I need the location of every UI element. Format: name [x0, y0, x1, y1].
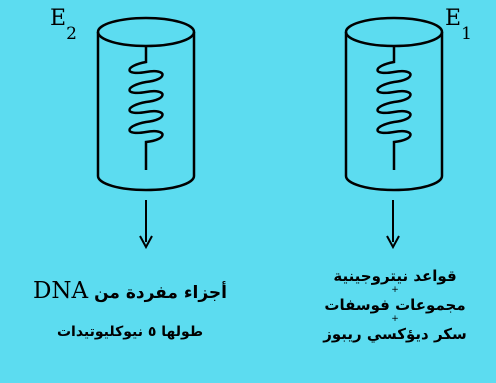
result-e1-plus2: + [391, 314, 399, 324]
tube-letter-e2: E [50, 6, 67, 31]
arrow-e1 [386, 200, 400, 250]
dna-coil-e2 [128, 46, 164, 170]
result-e2-dna: DNA [32, 278, 89, 304]
result-e2: أجزاء مفردة من DNA طولها ٥ نيوكليوتيدات [10, 276, 250, 346]
result-e1: قواعد نيتروجينية + مجموعات فوسفات + سكر … [300, 266, 490, 344]
result-e1-item2: مجموعات فوسفات [324, 296, 466, 314]
tube-subscript-e2: 2 [66, 24, 77, 44]
tube-letter-e1: E [445, 6, 462, 31]
tube-e2 [96, 16, 196, 192]
result-e1-plus1: + [391, 285, 399, 295]
tube-e1 [344, 16, 444, 192]
result-e1-item1: قواعد نيتروجينية [333, 267, 457, 285]
tube-label-e1: E1 [445, 6, 472, 43]
dna-coil-e1 [376, 46, 412, 170]
result-e2-line1: أجزاء مفردة من DNA [10, 276, 250, 308]
result-e2-arabic: أجزاء مفردة من [94, 283, 228, 303]
tube-label-e2: E2 [50, 6, 77, 43]
arrow-e2 [139, 200, 153, 250]
result-e1-item3: سكر ديؤكسي ريبوز [323, 325, 467, 343]
tube-subscript-e1: 1 [461, 24, 472, 44]
result-e2-line2: طولها ٥ نيوكليوتيدات [56, 324, 204, 340]
